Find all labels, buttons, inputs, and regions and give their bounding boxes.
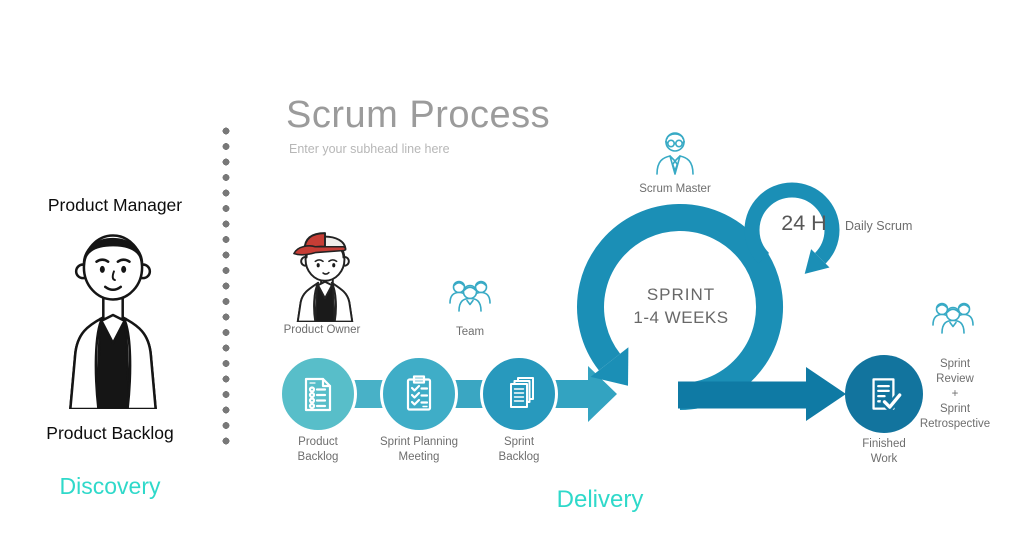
stacked-papers-icon bbox=[510, 377, 534, 408]
page-subtitle: Enter your subhead line here bbox=[289, 142, 450, 156]
finished-work-circle bbox=[845, 355, 923, 433]
daily-scrum-label: Daily Scrum bbox=[845, 219, 913, 233]
checklist-document-icon bbox=[304, 377, 332, 412]
team-icon bbox=[449, 280, 491, 312]
delivery-phase-label: Delivery bbox=[556, 486, 644, 513]
sprint-review-retrospective-label: Sprint Review + Sprint Retrospective bbox=[919, 358, 991, 430]
step-label-sprint-backlog: Sprint Backlog bbox=[498, 436, 540, 463]
step-label-product-backlog: Product Backlog bbox=[297, 436, 339, 463]
finished-work-label: Finished Work bbox=[862, 438, 906, 465]
daily-scrum-arrowhead bbox=[804, 249, 830, 274]
team-label: Team bbox=[455, 326, 485, 338]
review-team-icon bbox=[932, 302, 974, 334]
scrum-master-icon bbox=[656, 132, 694, 175]
page-title: Scrum Process bbox=[286, 94, 551, 136]
sprint-duration-text: SPRINT 1-4 WEEKS bbox=[598, 285, 764, 328]
sprint-loop-arrowhead bbox=[590, 347, 629, 386]
step-label-sprint-planning-meeting: Sprint Planning Meeting bbox=[380, 436, 458, 463]
product-backlog-artifact-label: Product Backlog bbox=[46, 423, 174, 443]
product-owner-label: Product Owner bbox=[283, 324, 361, 336]
daily-scrum-duration: 24 H bbox=[781, 211, 827, 235]
product-manager-label: Product Manager bbox=[47, 195, 183, 215]
step-circle-product-backlog bbox=[279, 355, 357, 433]
sprint-line1: SPRINT bbox=[646, 285, 716, 304]
dotted-divider bbox=[221, 126, 231, 445]
document-checkmark-icon bbox=[872, 378, 904, 411]
arrow-to-finished-work-icon bbox=[678, 367, 846, 421]
product-owner-illustration bbox=[293, 232, 354, 322]
scrum-master-label: Scrum Master bbox=[639, 183, 711, 195]
discovery-phase-label: Discovery bbox=[59, 473, 161, 499]
step-circle-sprint-backlog bbox=[480, 355, 558, 433]
clipboard-checks-icon bbox=[406, 375, 432, 411]
step-circle-sprint-planning bbox=[380, 355, 458, 433]
arrow-to-sprint-icon bbox=[548, 366, 617, 422]
product-manager-illustration bbox=[69, 234, 157, 409]
sprint-line2: 1-4 WEEKS bbox=[633, 308, 729, 327]
